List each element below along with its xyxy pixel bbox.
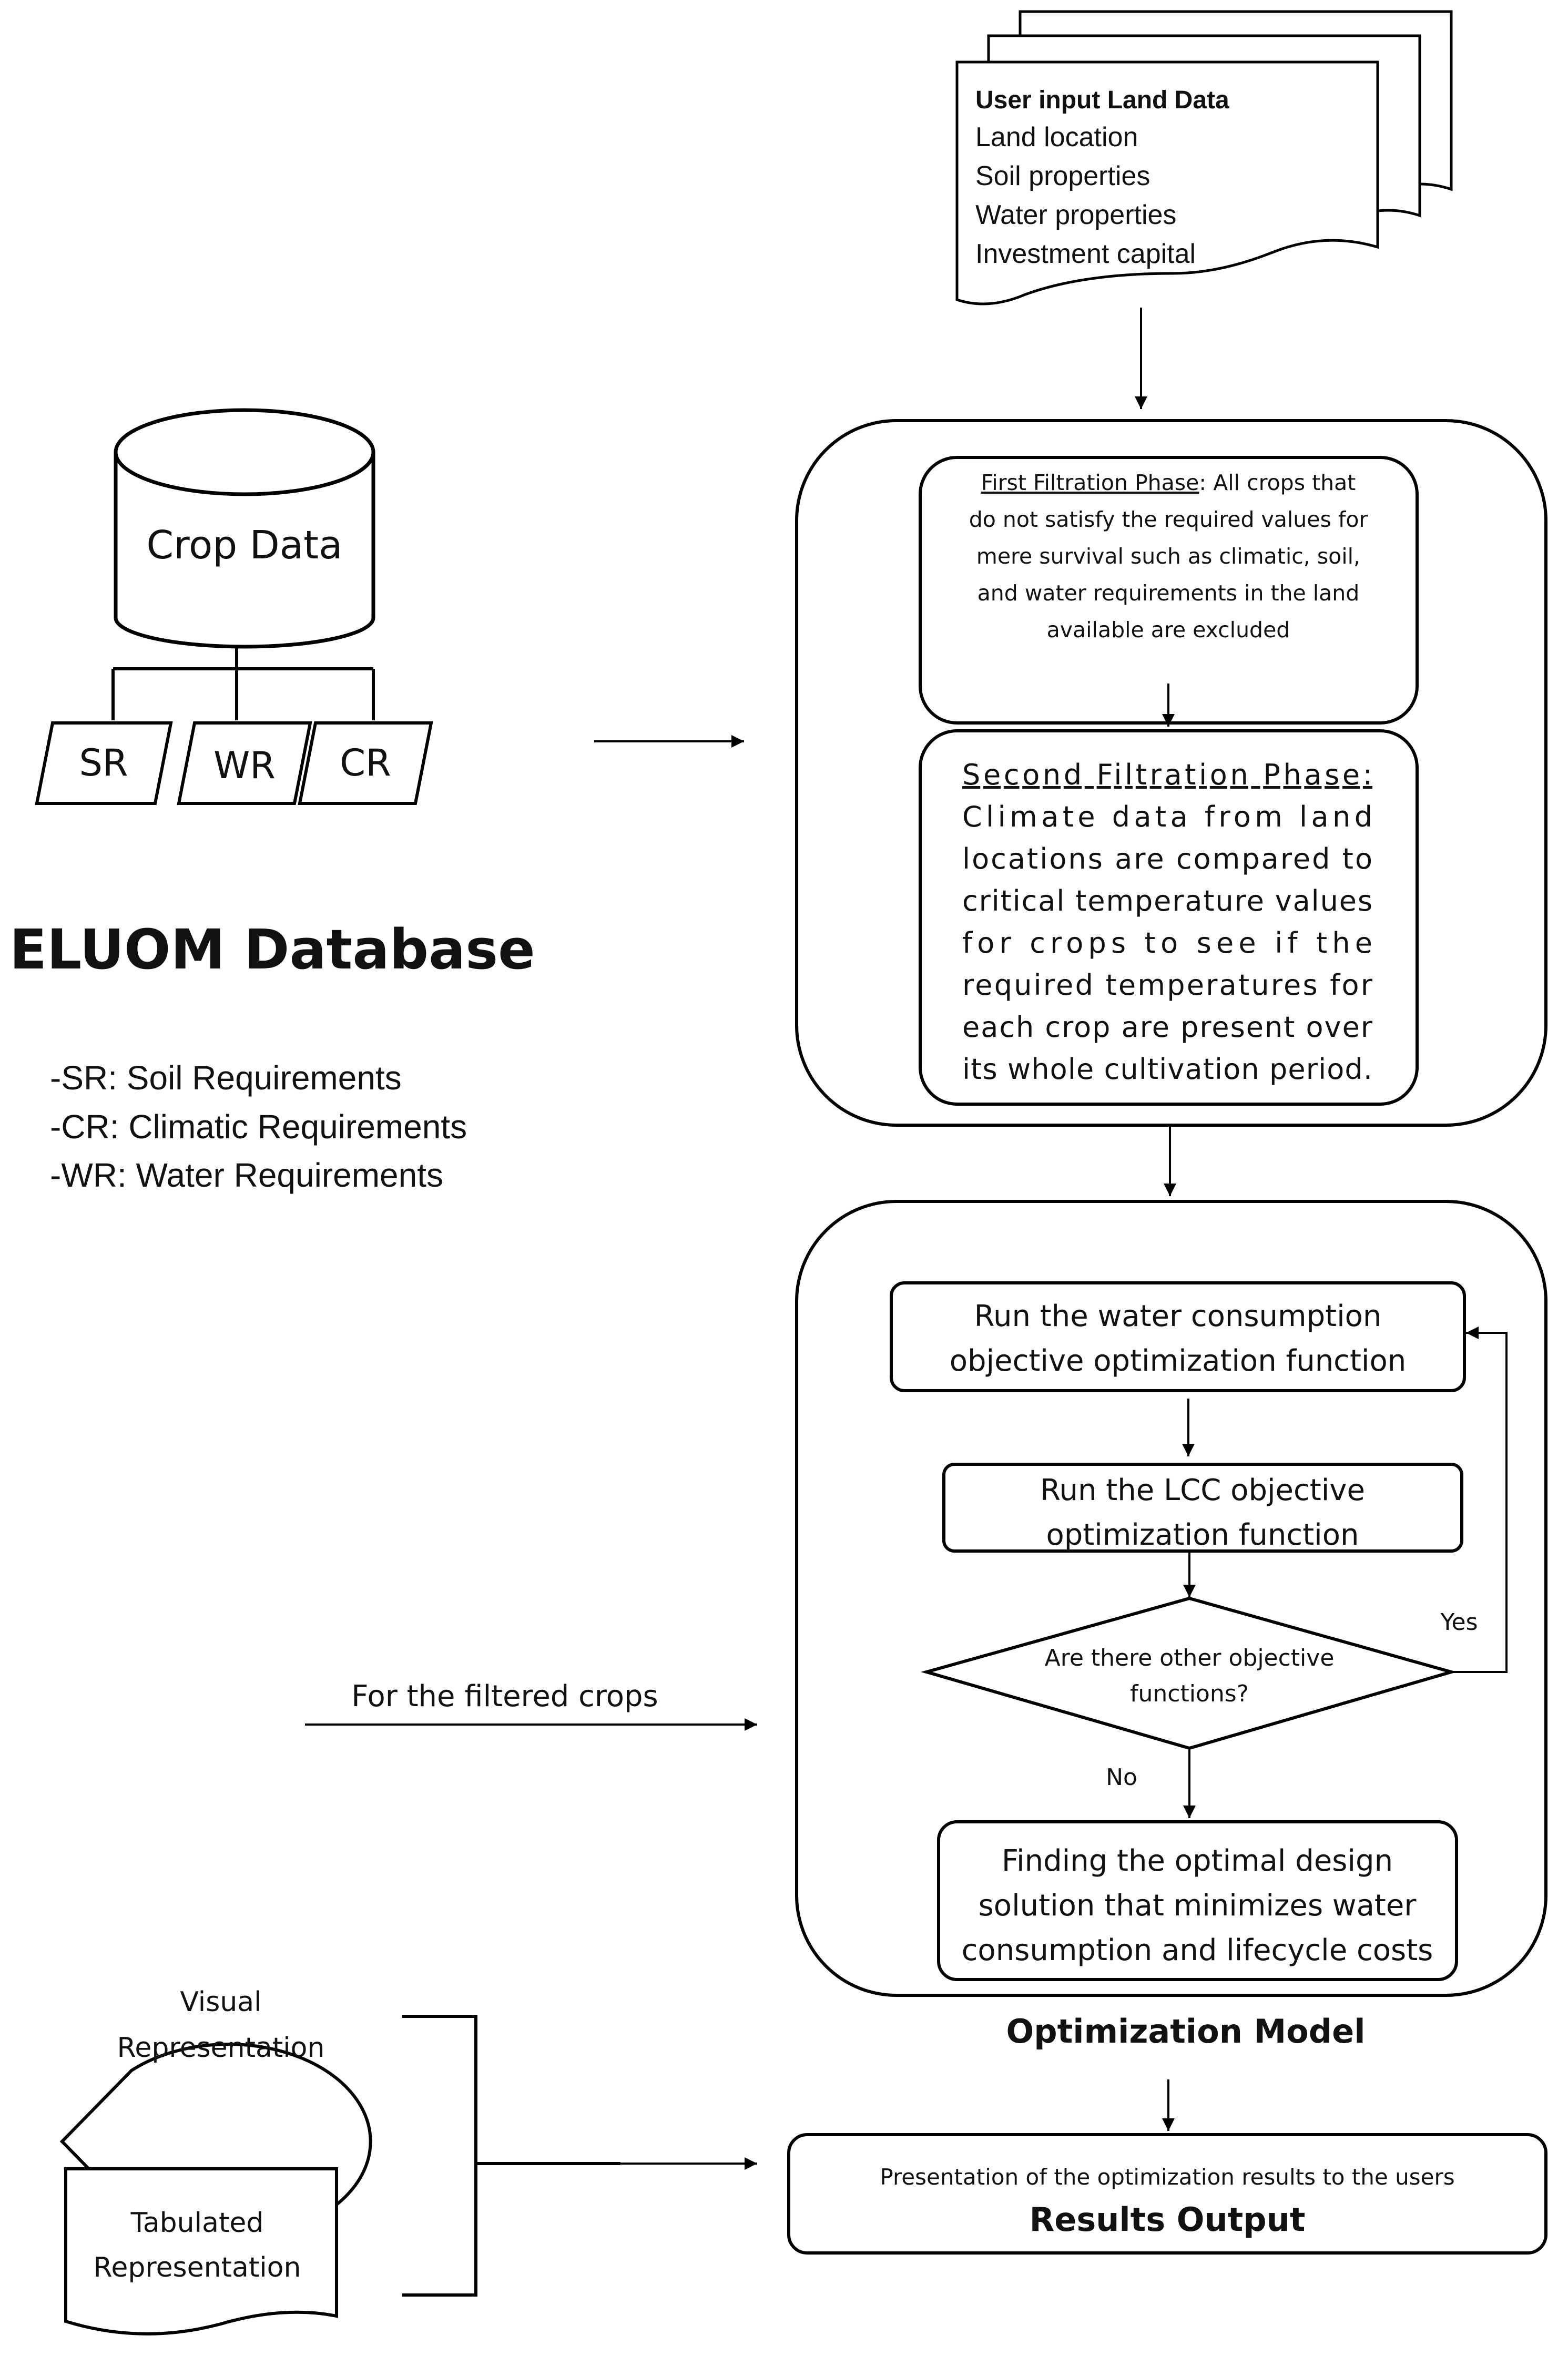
step-water-line-2: objective optimization function	[950, 1344, 1407, 1378]
legend-wr: -WR: Water Requirements	[50, 1156, 443, 1194]
tabulated-line-2: Representation	[94, 2252, 301, 2283]
decision-objectives: Are there other objective functions?	[921, 1596, 1457, 1750]
first-filtration-phase-box: First Filtration Phase: All crops that d…	[919, 456, 1419, 725]
tabulated-representation-document	[64, 2167, 338, 2335]
database-title: ELUOM Database	[9, 917, 535, 982]
representation-bracket	[402, 2015, 477, 2297]
user-input-title: User input Land Data	[975, 86, 1229, 114]
database-cylinder-top	[114, 408, 375, 496]
step-lcc-rect	[942, 1463, 1463, 1553]
crop-database: Crop Data SR WR CR	[35, 408, 433, 805]
database-tree-connector	[111, 648, 375, 720]
visual-line-2: Representation	[117, 2032, 325, 2064]
user-input-item-water: Water properties	[975, 200, 1176, 230]
sr-parallelogram	[35, 721, 173, 805]
document-front	[955, 60, 1379, 305]
second-phase-line-4: for crops to see if the	[962, 926, 1372, 960]
user-input-item-soil: Soil properties	[975, 161, 1150, 191]
yes-label: Yes	[1440, 1609, 1478, 1636]
second-phase-line-7: its whole cultivation period.	[962, 1053, 1372, 1086]
second-phase-line-5: required temperatures for	[962, 968, 1373, 1002]
second-phase-line-3: critical temperature values	[962, 884, 1372, 917]
step-optimal-rect	[937, 1820, 1458, 1981]
results-line: Presentation of the optimization results…	[880, 2164, 1454, 2190]
first-phase-line-3: mere survival such as climatic, soil,	[976, 544, 1360, 569]
database-label: Crop Data	[147, 523, 343, 568]
first-phase-text-1: : All crops that	[1199, 470, 1356, 495]
step-lcc-line-1: Run the LCC objective	[1040, 1473, 1365, 1507]
step-optimal-line-1: Finding the optimal design	[1002, 1844, 1393, 1878]
user-input-item-location: Land location	[975, 122, 1138, 152]
second-phase-heading: Second Filtration Phase:	[962, 758, 1372, 791]
second-phase-line-2: locations are compared to	[962, 842, 1372, 875]
cr-parallelogram	[298, 721, 433, 805]
sr-label: SR	[79, 741, 128, 784]
second-filtration-phase-box: Second Filtration Phase: Climate data fr…	[919, 729, 1419, 1106]
step-optimal-line-2: solution that minimizes water	[979, 1889, 1417, 1923]
first-phase-line-4: and water requirements in the land	[978, 580, 1360, 606]
decision-line-1: Are there other objective	[1045, 1645, 1335, 1671]
decision-line-2: functions?	[1130, 1680, 1249, 1707]
step-water-line-1: Run the water consumption	[974, 1299, 1382, 1333]
step-lcc-line-2: optimization function	[1046, 1518, 1359, 1552]
cr-label: CR	[340, 741, 391, 784]
legend-sr: -SR: Soil Requirements	[50, 1059, 402, 1097]
second-phase-line-6: each crop are present over	[962, 1011, 1373, 1044]
tabulated-representation-shape: Tabulated Representation	[64, 2167, 338, 2335]
first-phase-line-1: First Filtration Phase: All crops that	[981, 470, 1356, 495]
results-output-box: Presentation of the optimization results…	[787, 2133, 1547, 2255]
tabulated-line-1: Tabulated	[130, 2207, 264, 2239]
first-phase-line-5: available are excluded	[1047, 617, 1290, 642]
results-rect	[787, 2133, 1547, 2255]
optimization-container	[795, 1200, 1547, 1997]
results-title: Results Output	[1030, 2200, 1306, 2239]
step-water-rect	[890, 1281, 1466, 1392]
step-lcc: Run the LCC objective optimization funct…	[942, 1463, 1463, 1553]
database-cylinder-body	[114, 452, 375, 649]
wr-label: WR	[213, 744, 276, 787]
user-input-document-stack: User input Land Data Land location Soil …	[955, 10, 1453, 305]
second-phase-rect	[919, 729, 1419, 1106]
optimization-title: Optimization Model	[1006, 2012, 1366, 2051]
step-optimal-design: Finding the optimal design solution that…	[937, 1820, 1458, 1981]
first-phase-heading: First Filtration Phase	[981, 470, 1199, 495]
first-phase-line-2: do not satisfy the required values for	[969, 507, 1368, 532]
wr-parallelogram	[177, 721, 312, 805]
step-optimal-line-3: consumption and lifecycle costs	[962, 1933, 1433, 1967]
legend-cr: -CR: Climatic Requirements	[50, 1108, 467, 1146]
user-input-item-capital: Investment capital	[975, 239, 1196, 269]
yes-loop-connector	[1451, 1327, 1508, 1673]
filtered-crops-label: For the filtered crops	[351, 1679, 658, 1714]
step-water-consumption: Run the water consumption objective opti…	[890, 1281, 1466, 1392]
visual-line-1: Visual	[180, 1986, 261, 2018]
no-label: No	[1106, 1764, 1137, 1791]
